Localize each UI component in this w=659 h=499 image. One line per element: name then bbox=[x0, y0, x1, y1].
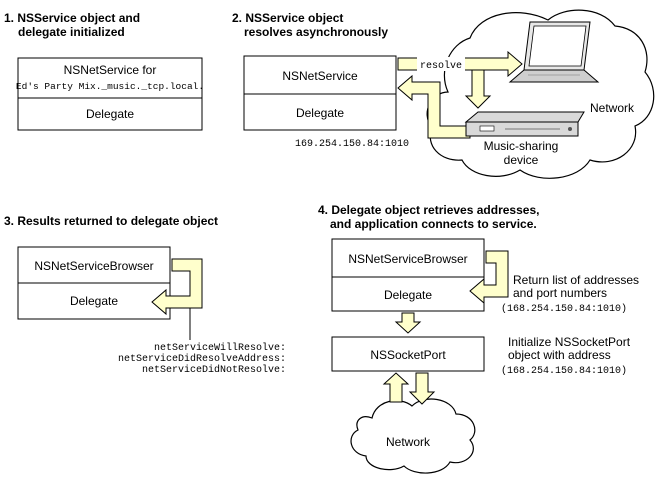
step4-title-line2: and application connects to service. bbox=[330, 217, 537, 231]
device-label-line2: device bbox=[504, 153, 539, 167]
laptop-icon bbox=[508, 21, 600, 83]
resolve-label: resolve bbox=[420, 60, 462, 72]
resolve-label-bg bbox=[417, 57, 465, 71]
step4-delegate-box bbox=[331, 276, 485, 312]
step1-netservice-label: NSNetService for bbox=[64, 63, 157, 77]
step1: 1. NSService object and delegate initial… bbox=[4, 11, 204, 131]
device-branch-arrow bbox=[464, 69, 492, 109]
callback-did-resolve-address: netServiceDidResolveAddress: bbox=[118, 353, 286, 365]
step2-delegate-box bbox=[243, 93, 397, 131]
init-text-line1: Initialize NSSocketPort bbox=[508, 335, 631, 349]
step1-title-line2: delegate initialized bbox=[18, 25, 125, 39]
step2-address: 169.254.150.84:1010 bbox=[295, 139, 409, 150]
socketport-label: NSSocketPort bbox=[370, 348, 446, 362]
step4-return-arrow bbox=[469, 250, 509, 305]
callback-will-resolve: netServiceWillResolve: bbox=[154, 342, 286, 354]
step2-title-line2: resolves asynchronously bbox=[244, 25, 388, 39]
return-text-line1: Return list of addresses bbox=[513, 273, 639, 287]
music-device-icon bbox=[464, 111, 585, 137]
step3: 3. Results returned to delegate object N… bbox=[4, 214, 286, 376]
step4-title-line1: 4. Delegate object retrieves addresses, bbox=[318, 203, 539, 217]
bottom-network-label: Network bbox=[386, 435, 431, 449]
step2: 2. NSService object resolves asynchronou… bbox=[232, 9, 655, 179]
step1-netservice-box bbox=[17, 57, 203, 99]
init-address: (168.254.150.84:1010) bbox=[501, 365, 627, 377]
step1-title-line1: 1. NSService object and bbox=[4, 11, 140, 25]
step2-return-arrow bbox=[397, 74, 471, 139]
step4-delegate-label: Delegate bbox=[384, 288, 432, 302]
step2-network-label: Network bbox=[590, 101, 635, 115]
device-label-line1: Music-sharing bbox=[484, 139, 559, 153]
step3-callback-arrow bbox=[151, 258, 203, 316]
step2-netservice-box bbox=[243, 55, 397, 95]
step4-browser-box bbox=[331, 238, 485, 278]
step3-browser-label: NSNetServiceBrowser bbox=[34, 259, 153, 273]
step3-delegate-label: Delegate bbox=[70, 294, 118, 308]
step2-title-line1: 2. NSService object bbox=[232, 11, 343, 25]
step4: 4. Delegate object retrieves addresses, … bbox=[318, 203, 639, 474]
step3-title: 3. Results returned to delegate object bbox=[4, 214, 218, 228]
return-address: (168.254.150.84:1010) bbox=[501, 303, 627, 315]
callback-did-not-resolve: netServiceDidNotResolve: bbox=[142, 364, 286, 376]
step1-service-name: Ed's Party Mix._music._tcp.local. bbox=[16, 81, 204, 92]
step1-delegate-label: Delegate bbox=[86, 107, 134, 121]
delegate-to-socket-arrow bbox=[394, 312, 422, 334]
socketport-box bbox=[331, 336, 485, 372]
step2-netservice-label: NSNetService bbox=[282, 69, 358, 83]
return-text-line2: and port numbers bbox=[513, 286, 607, 300]
step4-browser-label: NSNetServiceBrowser bbox=[348, 252, 467, 266]
socket-to-network-arrow bbox=[408, 372, 436, 405]
network-to-socket-arrow bbox=[382, 372, 410, 403]
step1-delegate-box bbox=[17, 97, 203, 131]
init-text-line2: object with address bbox=[508, 348, 611, 362]
step2-delegate-label: Delegate bbox=[296, 106, 344, 120]
